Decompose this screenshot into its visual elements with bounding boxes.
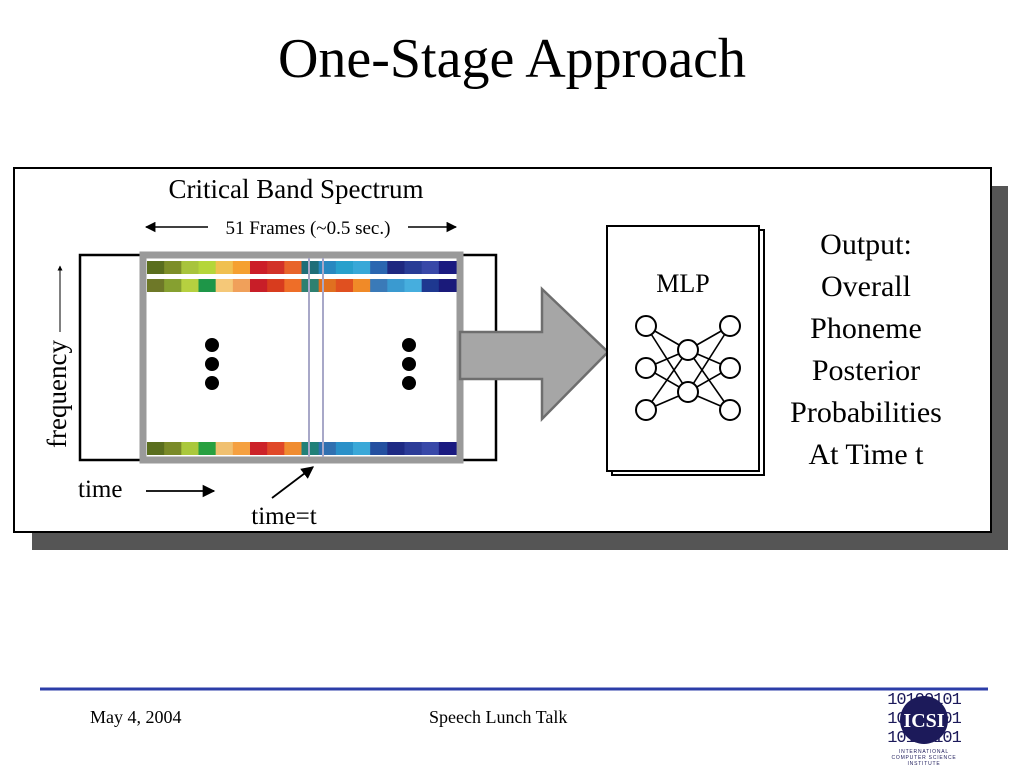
spectrum-cell: [250, 261, 268, 274]
spectrum-cell: [421, 442, 440, 455]
spectrum-cell: [335, 279, 354, 292]
frequency-label: frequency: [42, 340, 72, 448]
spectrum-cell: [215, 261, 234, 274]
time-label: time: [78, 476, 122, 503]
spectrum-cell: [250, 279, 268, 292]
spectrum-cell: [147, 279, 165, 292]
spectrum-cell: [387, 442, 406, 455]
frames-label: 51 Frames (~0.5 sec.): [226, 218, 391, 239]
spectrum-cell: [164, 442, 182, 455]
spectrum-cell: [370, 279, 388, 292]
mlp-node: [719, 315, 741, 337]
slide-title: One-Stage Approach: [277, 28, 747, 90]
icsi-logo: 101001011010010110100101 ICSI INTERNATIO…: [886, 690, 964, 773]
mlp-connection: [687, 325, 731, 393]
spectrum-row-top: [147, 261, 457, 274]
footer-talk-title: Speech Lunch Talk: [429, 707, 568, 727]
mlp-node: [635, 315, 657, 337]
spectrum-cell: [267, 279, 285, 292]
time-marker-label: time=t: [251, 503, 317, 530]
spectrum-cell: [404, 261, 423, 274]
spectrum-cell: [370, 442, 388, 455]
spectrum-cell: [284, 442, 303, 455]
spectrum-cell: [404, 442, 423, 455]
mlp-node: [719, 399, 741, 421]
spectrum-cell: [353, 279, 371, 292]
output-line: Probabilities: [790, 396, 942, 429]
spectrum-cell: [318, 261, 337, 274]
vertical-ellipsis-left: [205, 338, 219, 390]
spectrum-cell: [387, 261, 406, 274]
logo-acronym: ICSI: [903, 710, 944, 732]
spectrum-cell: [438, 261, 457, 274]
footer-date: May 4, 2004: [90, 707, 182, 727]
logo-globe: [900, 696, 948, 744]
spectrum-cell: [421, 261, 440, 274]
spectrum-cell: [267, 261, 285, 274]
spectrum-cell: [335, 442, 354, 455]
mlp-network: [635, 315, 741, 421]
spectrum-cell: [198, 261, 217, 274]
spectrum-cell: [198, 442, 217, 455]
spectrum-cell: [301, 442, 320, 455]
spectrum-cell: [147, 261, 165, 274]
spectrum-cell: [215, 442, 234, 455]
mlp-node: [635, 399, 657, 421]
spectrum-cell: [232, 261, 251, 274]
output-text: Output: OverallPhonemePosteriorProbabilit…: [790, 228, 942, 471]
logo-org-line: INTERNATIONAL: [899, 749, 949, 755]
spectrum-cell: [181, 442, 200, 455]
output-line: Output:: [820, 228, 912, 261]
mlp-connection: [645, 349, 689, 411]
spectrum-cell: [215, 279, 234, 292]
spectrum-cell: [318, 442, 337, 455]
output-line: Overall: [821, 270, 911, 303]
spectrum-cell: [232, 279, 251, 292]
spectrum-row-second: [147, 279, 457, 292]
mlp-node: [635, 357, 657, 379]
spectrum-cell: [438, 279, 457, 292]
output-line: Phoneme: [810, 312, 922, 345]
spectrum-cell: [301, 261, 320, 274]
spectrum-cell: [438, 442, 457, 455]
spectrum-cell: [198, 279, 217, 292]
mlp-node: [719, 357, 741, 379]
spectrum-cell: [232, 442, 251, 455]
spectrum-cell: [181, 279, 200, 292]
spectrum-row-bottom: [147, 442, 457, 455]
logo-org-line: INSTITUTE: [907, 761, 940, 767]
vertical-ellipsis-right: [402, 338, 416, 390]
flow-arrow: [458, 286, 610, 423]
spectrum-cell: [301, 279, 320, 292]
spectrum-cell: [370, 261, 388, 274]
spectrum-cell: [387, 279, 406, 292]
spectrum-cell: [284, 279, 303, 292]
logo-org-line: COMPUTER SCIENCE: [891, 755, 956, 761]
spectrum-cell: [284, 261, 303, 274]
spectrum-cell: [181, 261, 200, 274]
spectrum-cell: [164, 279, 182, 292]
spectrum-cell: [353, 442, 371, 455]
spectrum-cell: [147, 442, 165, 455]
spectrum-cell: [318, 279, 337, 292]
spectrum-cell: [353, 261, 371, 274]
output-line: At Time t: [808, 438, 924, 471]
output-line: Posterior: [812, 354, 920, 387]
spectrum-cell: [250, 442, 268, 455]
mlp-label: MLP: [656, 269, 709, 298]
time-marker-arrow: [271, 466, 315, 499]
spectrum-cell: [404, 279, 423, 292]
mlp-node: [677, 339, 699, 361]
spectrum-cell: [267, 442, 285, 455]
spectrum-title: Critical Band Spectrum: [169, 174, 424, 204]
mlp-node: [677, 381, 699, 403]
spectrum-cell: [164, 261, 182, 274]
spectrum-cell: [335, 261, 354, 274]
spectrum-cell: [421, 279, 440, 292]
